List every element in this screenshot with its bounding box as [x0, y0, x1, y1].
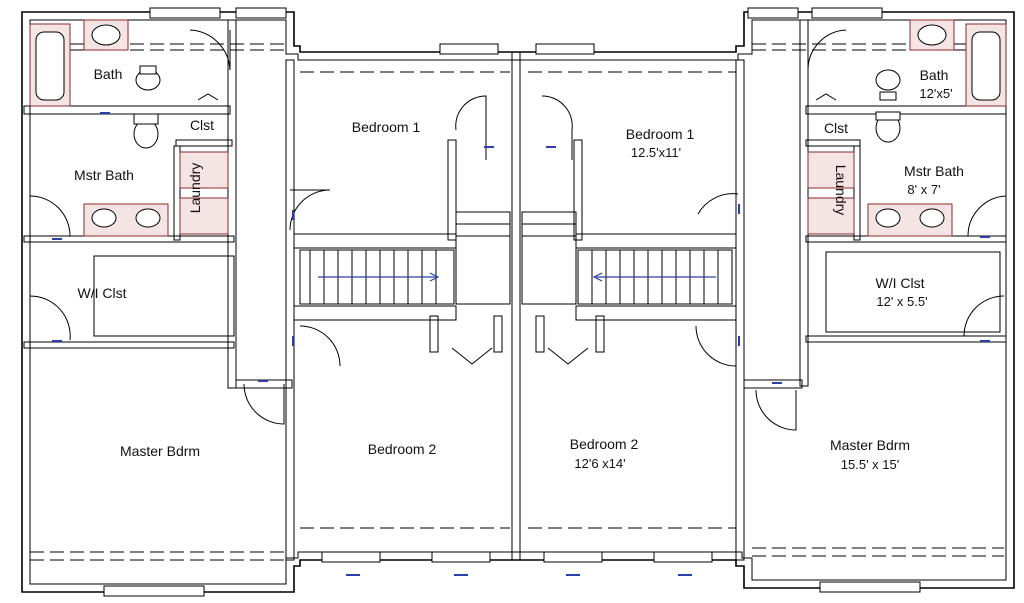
- room-label-right-bed2: Bedroom 2: [570, 436, 639, 452]
- room-label-right-bed1: Bedroom 1: [626, 126, 695, 142]
- outer-walls: [21, 11, 1015, 593]
- room-labels: Bath Clst Laundry Mstr Bath W/I Clst Mas…: [74, 66, 964, 472]
- room-label-left-clst: Clst: [190, 117, 214, 133]
- room-label-right-wi-clst: W/I Clst: [876, 275, 925, 291]
- room-label-right-laundry: Laundry: [833, 165, 849, 216]
- closet-shelves: [93, 251, 1001, 337]
- room-label-left-mstr-bath: Mstr Bath: [74, 167, 134, 183]
- door-tags: [52, 112, 990, 576]
- room-label-left-master: Master Bdrm: [120, 443, 200, 459]
- room-dims-right-mstr-bath: 8' x 7': [907, 182, 940, 197]
- room-dims-right-bath: 12'x5': [919, 86, 952, 101]
- interior-walls-right: [511, 19, 1007, 561]
- room-label-right-clst: Clst: [824, 120, 848, 136]
- stairs-right: [521, 211, 733, 305]
- dashed-lines: [30, 43, 1004, 561]
- room-dims-right-wi-clst: 12' x 5.5': [876, 294, 927, 309]
- room-label-right-mstr-bath: Mstr Bath: [904, 163, 964, 179]
- room-label-left-bed1: Bedroom 1: [352, 119, 421, 135]
- room-label-left-laundry: Laundry: [187, 163, 203, 214]
- room-dims-right-bed2: 12'6 x14': [574, 456, 625, 471]
- room-label-left-bath: Bath: [94, 66, 123, 82]
- room-label-right-master: Master Bdrm: [830, 437, 910, 453]
- room-label-right-bath: Bath: [920, 67, 949, 83]
- stairs-left: [299, 211, 511, 305]
- room-dims-right-bed1: 12.5'x11': [631, 145, 681, 160]
- toilet-icon: [875, 69, 901, 91]
- left-bath-fixtures: [29, 19, 229, 237]
- room-dims-right-master: 15.5' x 15': [841, 457, 899, 472]
- right-bath-fixtures: [807, 19, 1007, 237]
- room-label-left-bed2: Bedroom 2: [368, 441, 437, 457]
- doors: [29, 29, 1007, 431]
- windows: [103, 7, 921, 597]
- room-label-left-wi-clst: W/I Clst: [78, 285, 127, 301]
